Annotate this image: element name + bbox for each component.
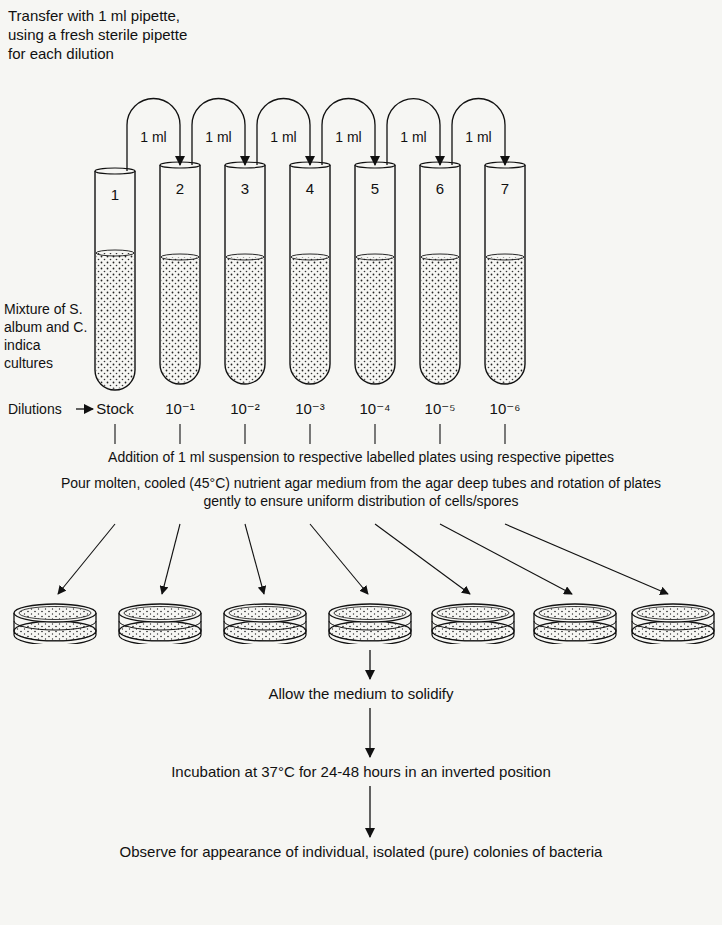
volume-label: 1 ml: [204, 129, 232, 145]
tube-outline: [94, 171, 136, 391]
culture-label: Mixture of S. album and C. indica cultur…: [4, 300, 90, 372]
step-text: Incubation at 37°C for 24-48 hours in an…: [11, 762, 711, 781]
test-tube: 1Stock: [94, 171, 136, 391]
dilution-label: 10⁻³: [259, 399, 361, 418]
tube-outline: [484, 165, 526, 385]
pipette-transfer: [192, 99, 245, 165]
tube-number: 5: [354, 179, 396, 198]
tube-outline: [419, 165, 461, 385]
dilution-label: 10⁻⁴: [324, 399, 426, 418]
dilution-label: 10⁻⁵: [389, 399, 491, 418]
test-tube: 410⁻³: [289, 165, 331, 385]
volume-label: 1 ml: [139, 129, 167, 145]
tube-outline: [289, 165, 331, 385]
tube-number: 3: [224, 179, 266, 198]
axis-label: Dilutions: [8, 400, 62, 418]
test-tube: 310⁻²: [224, 165, 266, 385]
tube-outline: [224, 165, 266, 385]
dilution-label: 10⁻⁶: [454, 399, 556, 418]
tube-outline: [354, 165, 396, 385]
instruction-note: Transfer with 1 ml pipette, using a fres…: [8, 6, 188, 63]
tube-number: 2: [159, 179, 201, 198]
volume-label: 1 ml: [464, 129, 492, 145]
test-tube: 610⁻⁵: [419, 165, 461, 385]
dilution-label: Stock: [64, 399, 166, 418]
step-text: Pour molten, cooled (45°C) nutrient agar…: [41, 474, 681, 510]
pipette-transfer: [127, 99, 180, 171]
step-text: Allow the medium to solidify: [11, 684, 711, 703]
pipette-transfer: [257, 99, 310, 165]
tube-outline: [159, 165, 201, 385]
step-text: Addition of 1 ml suspension to respectiv…: [11, 448, 711, 466]
pipette-transfer: [387, 99, 440, 165]
dilution-label: 10⁻¹: [129, 399, 231, 418]
tube-number: 4: [289, 179, 331, 198]
tube-number: 1: [94, 185, 136, 204]
step-text: Observe for appearance of individual, is…: [11, 842, 711, 861]
pipette-transfer: [322, 99, 375, 165]
volume-label: 1 ml: [269, 129, 297, 145]
test-tube: 510⁻⁴: [354, 165, 396, 385]
volume-label: 1 ml: [399, 129, 427, 145]
dilution-label: 10⁻²: [194, 399, 296, 418]
test-tube: 710⁻⁶: [484, 165, 526, 385]
test-tube: 210⁻¹: [159, 165, 201, 385]
pipette-transfer: [452, 99, 505, 165]
volume-label: 1 ml: [334, 129, 362, 145]
tube-number: 7: [484, 179, 526, 198]
tube-number: 6: [419, 179, 461, 198]
